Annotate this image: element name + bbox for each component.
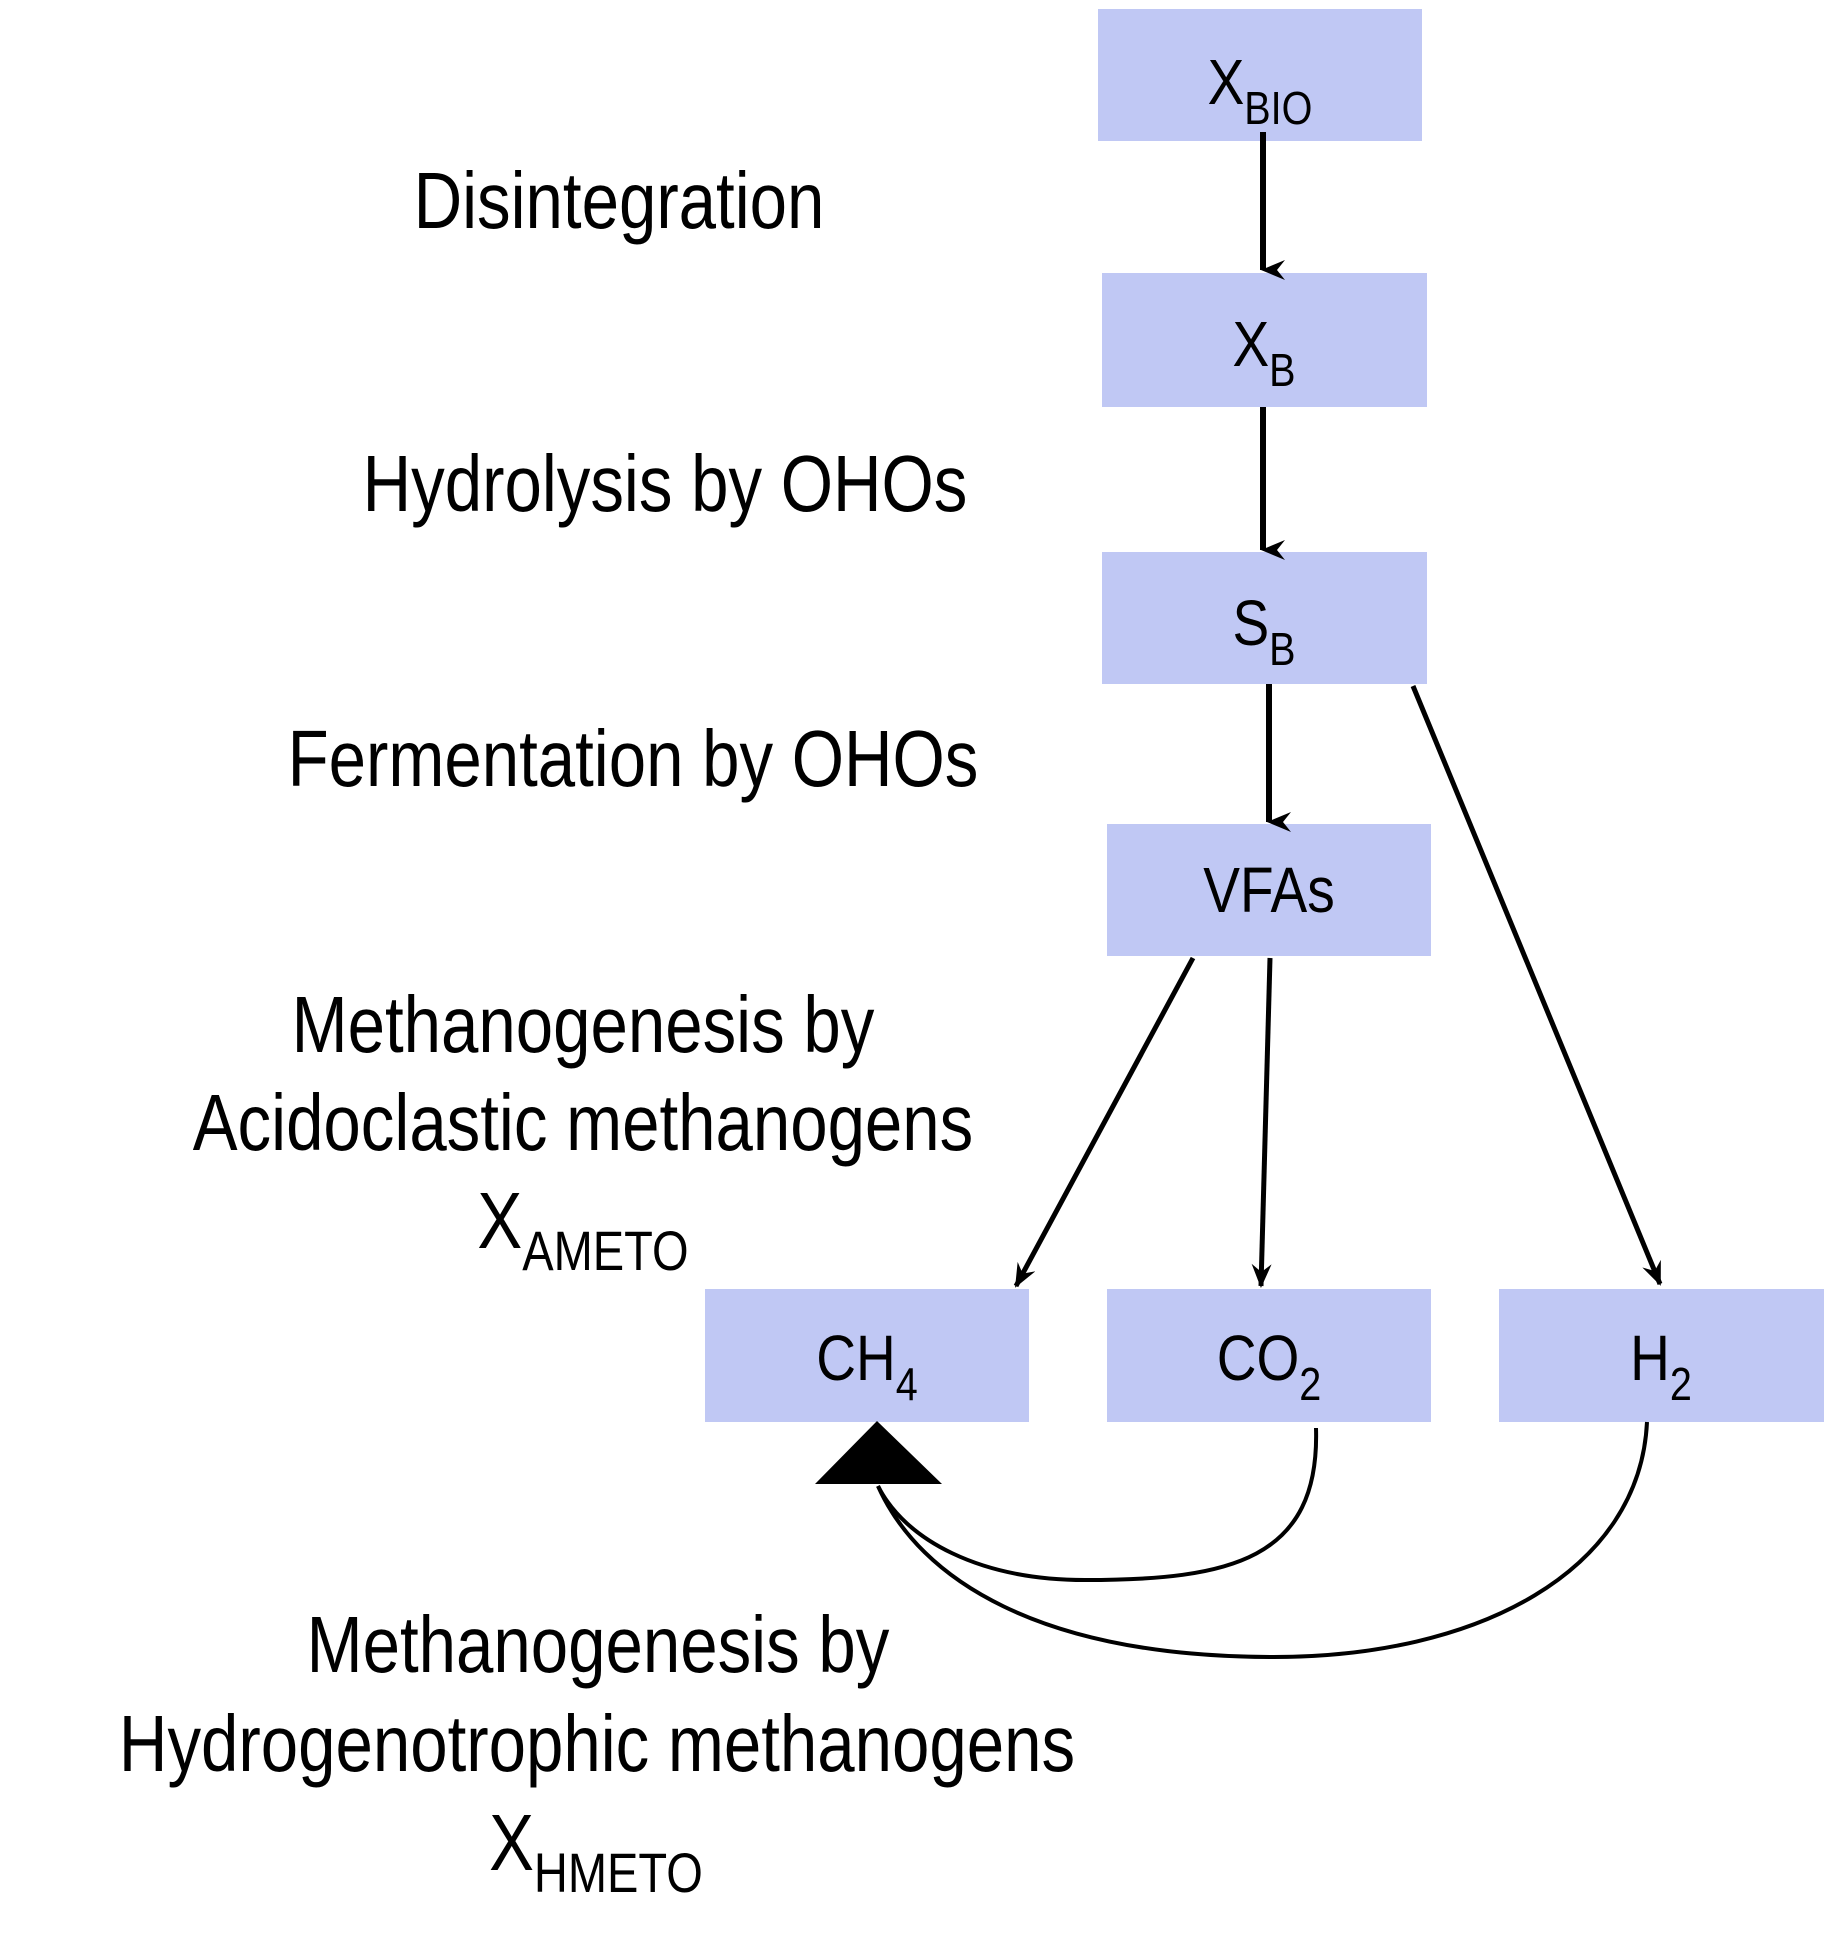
svg-text:CO2: CO2 [1217,1322,1322,1411]
svg-text:VFAs: VFAs [1203,854,1335,926]
node-ch4: CH4 [705,1289,1029,1422]
node-xbio-sub: BIO [1244,83,1312,134]
node-xb-sub: B [1269,345,1295,396]
process-disintegration: Disintegration [414,155,825,245]
edge-vfas-to-ch4 [1013,956,1196,1288]
edge-sb-to-h2 [1410,685,1663,1286]
node-xb-box [1102,273,1427,407]
node-h2-box [1499,1289,1824,1422]
node-co2-box [1107,1289,1431,1422]
hydrogenotrophic-symbol-main: X [489,1797,534,1887]
node-xbio-box [1098,9,1422,141]
process-hydrolysis: Hydrolysis by OHOs [363,438,968,528]
node-h2-sub: 2 [1670,1359,1692,1410]
node-xbio-main: X [1208,46,1245,118]
node-sb: SB [1102,552,1427,684]
edge-h2-to-ch4 [876,1421,1649,1660]
process-acidoclastic-methanogenesis: Methanogenesis by Acidoclastic methanoge… [193,979,974,1281]
svg-text:SB: SB [1232,587,1295,676]
node-ch4-sub: 4 [896,1359,918,1410]
node-sb-box [1102,552,1427,684]
node-ch4-main: CH [816,1322,895,1394]
node-xb: XB [1102,273,1427,407]
node-sb-sub: B [1269,624,1295,675]
node-co2-main: CO [1217,1322,1300,1394]
hydrogenotrophic-line2: Hydrogenotrophic methanogens [119,1698,1075,1788]
acidoclastic-symbol-main: X [477,1175,522,1265]
svg-text:XB: XB [1232,308,1295,397]
node-co2-sub: 2 [1299,1359,1321,1410]
process-fermentation: Fermentation by OHOs [288,713,979,803]
node-ch4-box [705,1289,1029,1422]
acidoclastic-line1: Methanogenesis by [292,979,875,1069]
node-vfas-box [1107,824,1431,956]
process-hydrogenotrophic-methanogenesis: Methanogenesis by Hydrogenotrophic metha… [119,1599,1075,1903]
edge-co2-to-ch4 [876,1427,1319,1583]
hydrogenotrophic-symbol-sub: HMETO [534,1841,703,1904]
node-xbio: XBIO [1098,9,1422,141]
svg-text:XHMETO: XHMETO [489,1797,703,1903]
hydrogenotrophic-line1: Methanogenesis by [307,1599,890,1689]
node-sb-main: S [1232,587,1269,659]
node-co2: CO2 [1107,1289,1431,1422]
node-h2-main: H [1630,1322,1670,1394]
acidoclastic-line2: Acidoclastic methanogens [193,1077,974,1167]
node-vfas: VFAs [1107,824,1431,956]
acidoclastic-symbol-sub: AMETO [522,1219,688,1282]
ch4-arrowhead-triangle-icon [815,1421,942,1484]
svg-text:H2: H2 [1630,1322,1692,1411]
node-xb-main: X [1232,308,1269,380]
svg-text:XBIO: XBIO [1208,46,1313,135]
node-h2: H2 [1499,1289,1824,1422]
node-vfas-main: VFAs [1203,854,1335,926]
svg-text:XAMETO: XAMETO [477,1175,688,1281]
edge-vfas-to-co2 [1251,957,1273,1288]
svg-text:CH4: CH4 [816,1322,917,1411]
